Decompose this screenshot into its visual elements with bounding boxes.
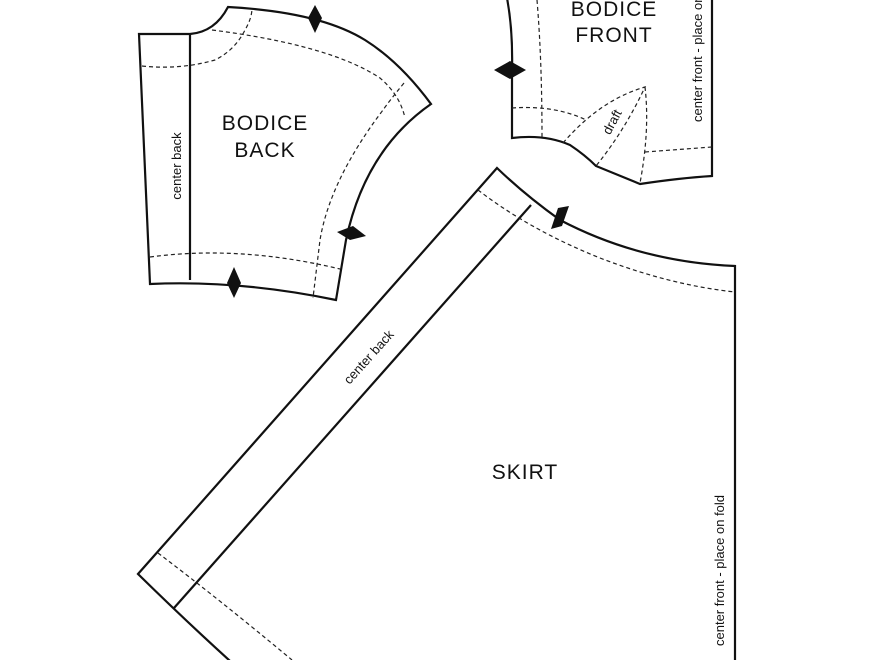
notch-marker <box>337 226 366 240</box>
notch-marker <box>494 61 526 79</box>
bodice-back-title-2: BACK <box>234 139 295 162</box>
skirt-outline <box>136 166 737 660</box>
bodice-front-fold-label: center front - place on fold <box>690 0 705 122</box>
skirt-title: SKIRT <box>492 461 558 484</box>
skirt-piece: center back SKIRT center front - place o… <box>136 166 737 660</box>
seam-allowance-side <box>511 106 587 121</box>
skirt-fold-label: center front - place on fold <box>712 495 727 646</box>
seam-allowance-armhole <box>536 0 543 138</box>
seam-allowance-hem <box>157 552 293 660</box>
bodice-back-outline <box>137 5 433 302</box>
notch-marker <box>308 5 322 33</box>
seam-allowance-shoulder <box>211 29 406 119</box>
notch-marker <box>551 206 569 229</box>
seam-allowance-waist <box>477 189 736 293</box>
notch-marker <box>227 267 241 298</box>
bodice-back-fold-label: center back <box>169 132 184 200</box>
bodice-front-piece: BODICE FRONT draft center front - place … <box>494 0 714 186</box>
dart-line <box>639 86 648 184</box>
bodice-back-piece: BODICE BACK center back <box>137 5 433 302</box>
seam-allowance-hem <box>149 252 341 270</box>
bodice-back-title-1: BODICE <box>222 112 309 135</box>
seam-allowance-neck <box>141 7 253 68</box>
bodice-front-title-1: BODICE <box>571 0 658 21</box>
bodice-front-title-2: FRONT <box>575 24 652 47</box>
skirt-center-back-line <box>173 204 532 609</box>
seam-allowance-armhole <box>312 82 405 299</box>
bodice-front-outline <box>506 0 714 186</box>
